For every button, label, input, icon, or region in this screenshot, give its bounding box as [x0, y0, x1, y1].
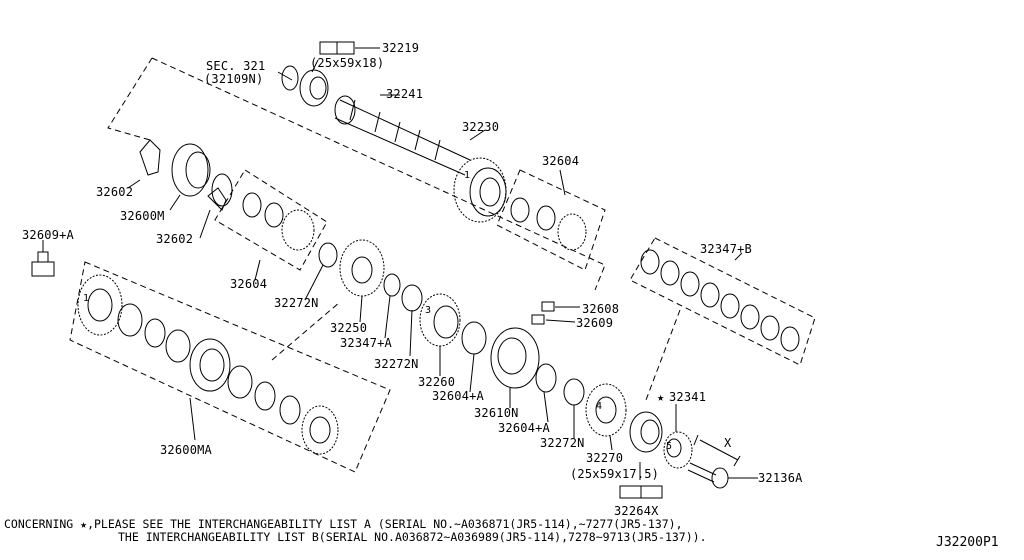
- pin-32609A: [31, 251, 55, 277]
- gear-32270: [563, 378, 627, 437]
- synchro-32604-top: [510, 197, 587, 251]
- synchro-32600M: [139, 139, 233, 211]
- label-32272N-c: 32272N: [540, 436, 585, 450]
- label-32264X: 32264X: [614, 504, 659, 518]
- label-32219: 32219: [382, 41, 420, 55]
- ref-5: 5: [666, 441, 673, 452]
- label-32604-mid: 32604: [230, 277, 268, 291]
- gear-32260: [419, 293, 487, 355]
- gear-32250: [318, 239, 423, 312]
- synchro-32604-mid: [242, 192, 315, 251]
- diagram-code: J32200P1: [936, 535, 999, 550]
- label-32609A: 32609+A: [22, 228, 74, 242]
- label-32241: 32241: [386, 87, 424, 101]
- label-32347A: 32347+A: [340, 336, 392, 350]
- label-x: X: [724, 436, 732, 450]
- ref-1-top: 1: [464, 170, 471, 181]
- label-32272N-a: 32272N: [274, 296, 319, 310]
- label-32136A: 32136A: [758, 471, 803, 485]
- label-sec321: SEC. 321: [206, 59, 266, 73]
- label-32609: 32609: [576, 316, 614, 330]
- small-parts-32608-32609: [531, 301, 555, 325]
- ref-3: 3: [425, 305, 432, 316]
- label-32341: 32341: [669, 390, 707, 404]
- group-boxes: [69, 57, 816, 473]
- label-32600M: 32600M: [120, 209, 165, 223]
- label-32602-b: 32602: [156, 232, 194, 246]
- star-mark-32341: ★: [657, 390, 665, 404]
- label-32347B: 32347+B: [700, 242, 752, 256]
- label-32604A-b: 32604+A: [498, 421, 550, 435]
- bearing-32264X: [629, 411, 663, 453]
- dimension-boxes: [319, 41, 663, 499]
- bearing-32219: [281, 65, 329, 107]
- label-32602-a: 32602: [96, 185, 134, 199]
- gear-32341: [663, 431, 693, 469]
- main-shaft: [334, 95, 471, 176]
- label-32600MA: 32600MA: [160, 443, 212, 457]
- label-32608: 32608: [582, 302, 620, 316]
- assembly-32600MA: [77, 274, 339, 455]
- label-32219-dim: (25x59x18): [310, 56, 385, 70]
- label-32230: 32230: [462, 120, 500, 134]
- label-32272N-b: 32272N: [374, 357, 419, 371]
- bolt-32136A: [687, 434, 741, 489]
- interchangeability-note-line1: CONCERNING ★,PLEASE SEE THE INTERCHANGEA…: [4, 517, 683, 531]
- label-32610N: 32610N: [474, 406, 519, 420]
- ref-4: 4: [596, 401, 603, 412]
- synchro-32610N: [490, 327, 557, 393]
- label-sec321-ref: (32109N): [204, 72, 264, 86]
- ref-1-left: 1: [83, 293, 90, 304]
- label-32270-dim: (25x59x17.5): [570, 467, 660, 481]
- label-32604-top: 32604: [542, 154, 580, 168]
- label-32250: 32250: [330, 321, 368, 335]
- leader-lines: [42, 47, 758, 480]
- interchangeability-note-line2: THE INTERCHANGEABILITY LIST B(SERIAL NO.…: [118, 530, 707, 544]
- label-32260: 32260: [418, 375, 456, 389]
- gear-32230: [453, 157, 507, 223]
- label-32604A-a: 32604+A: [432, 389, 484, 403]
- shims-32347B: [640, 249, 800, 352]
- label-32270: 32270: [586, 451, 624, 465]
